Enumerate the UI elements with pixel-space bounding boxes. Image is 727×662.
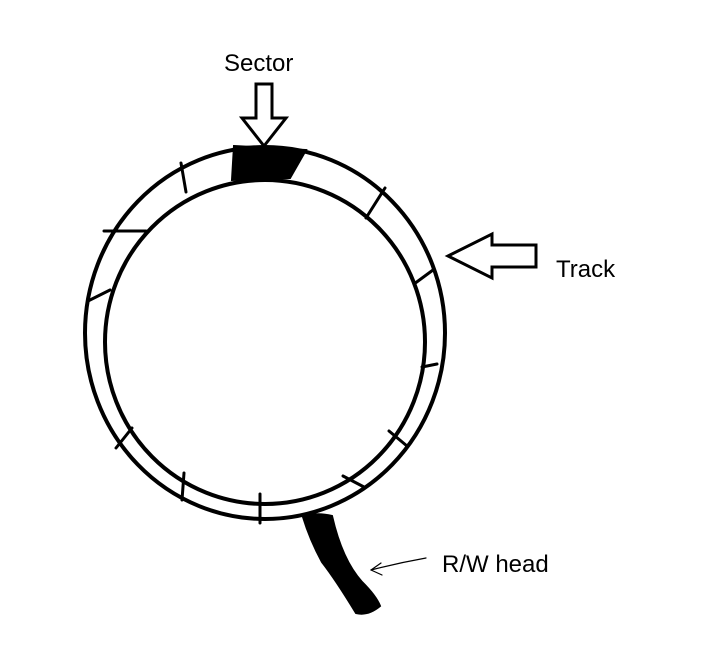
track-inner-ring	[103, 178, 427, 506]
rw-head-pointer-arrow-icon	[370, 557, 427, 576]
sector-divider	[420, 362, 439, 369]
track-arrow-icon	[444, 231, 538, 281]
sector-divider	[387, 429, 409, 448]
rw-head-arm	[301, 513, 382, 615]
sector-divider	[86, 288, 112, 303]
track-outer-ring	[83, 145, 447, 521]
track-label: Track	[556, 256, 616, 283]
sector-dividers	[86, 161, 439, 525]
sector-divider	[179, 161, 188, 194]
sector-divider	[341, 474, 366, 489]
sector-divider	[412, 268, 435, 286]
sector-divider	[364, 186, 387, 220]
sector-divider	[114, 426, 134, 450]
sector-label: Sector	[224, 50, 294, 77]
sector-divider	[180, 471, 186, 502]
sector-arrow-icon	[238, 82, 290, 149]
rw-head-label: R/W head	[442, 551, 549, 578]
